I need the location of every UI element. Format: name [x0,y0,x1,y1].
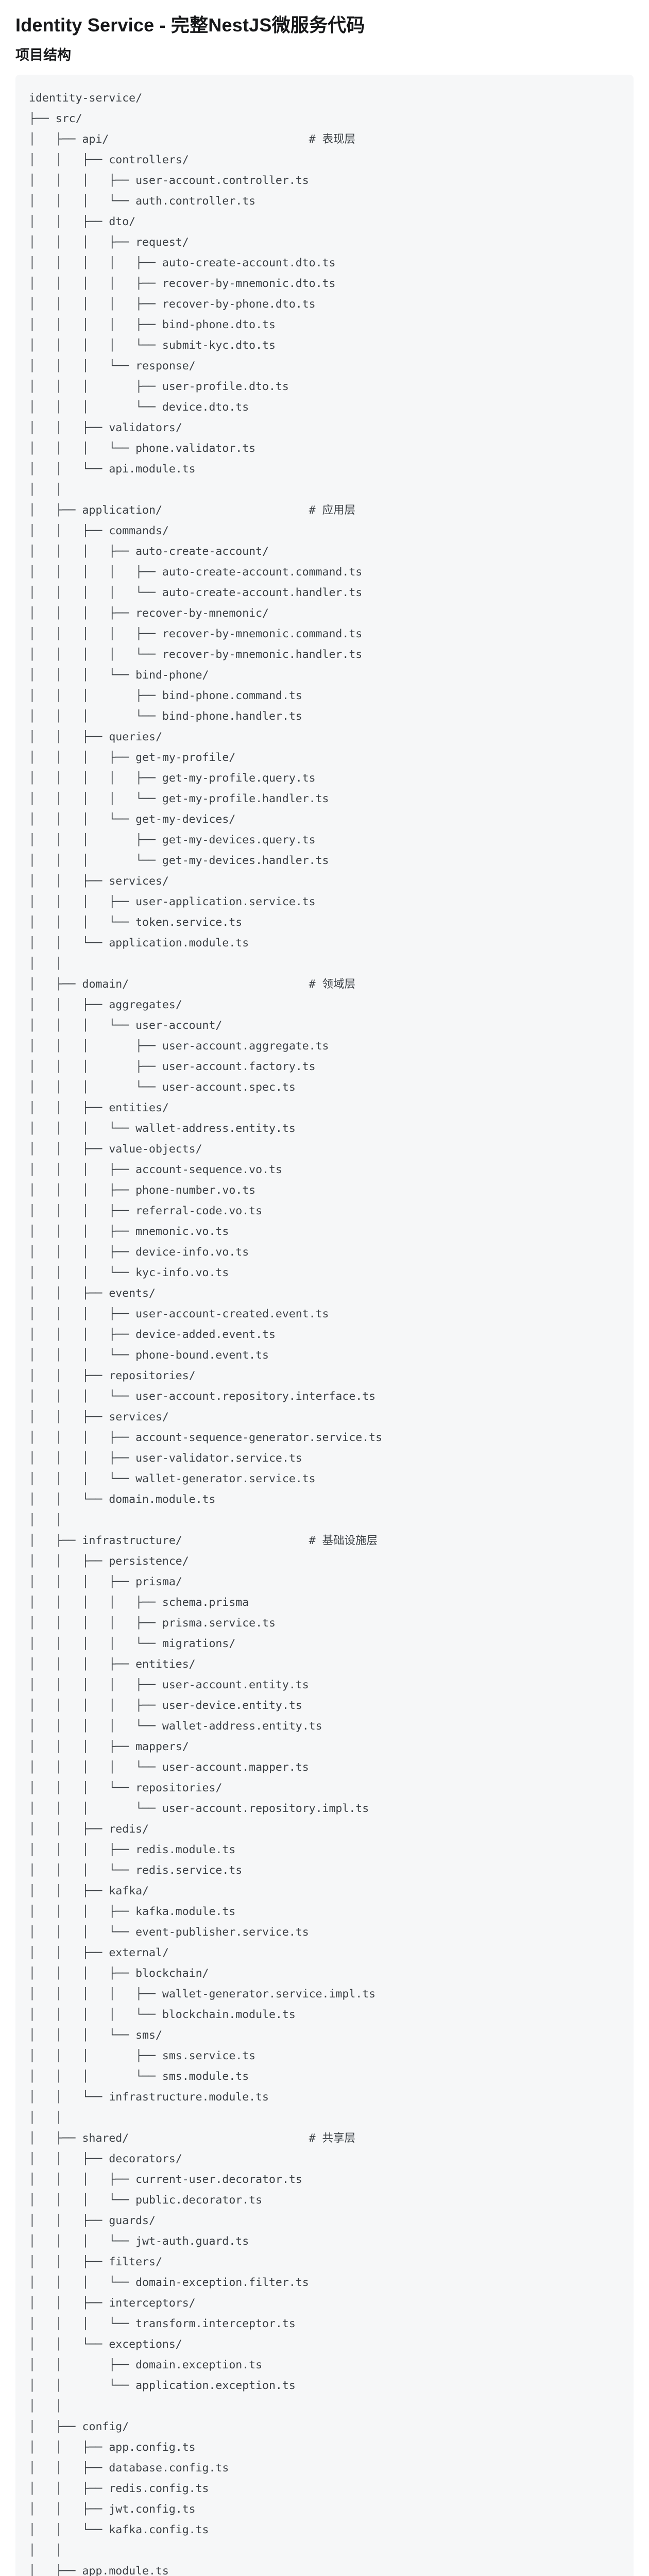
page-title: Identity Service - 完整NestJS微服务代码 [15,14,365,36]
section-heading-project-structure: 项目结构 [15,47,71,63]
project-tree-text: identity-service/ ├── src/ │ ├── api/ # … [29,91,383,2576]
markdown-document: Identity Service - 完整NestJS微服务代码 项目结构 id… [15,13,634,2576]
project-structure-code-block: identity-service/ ├── src/ │ ├── api/ # … [15,74,634,2576]
